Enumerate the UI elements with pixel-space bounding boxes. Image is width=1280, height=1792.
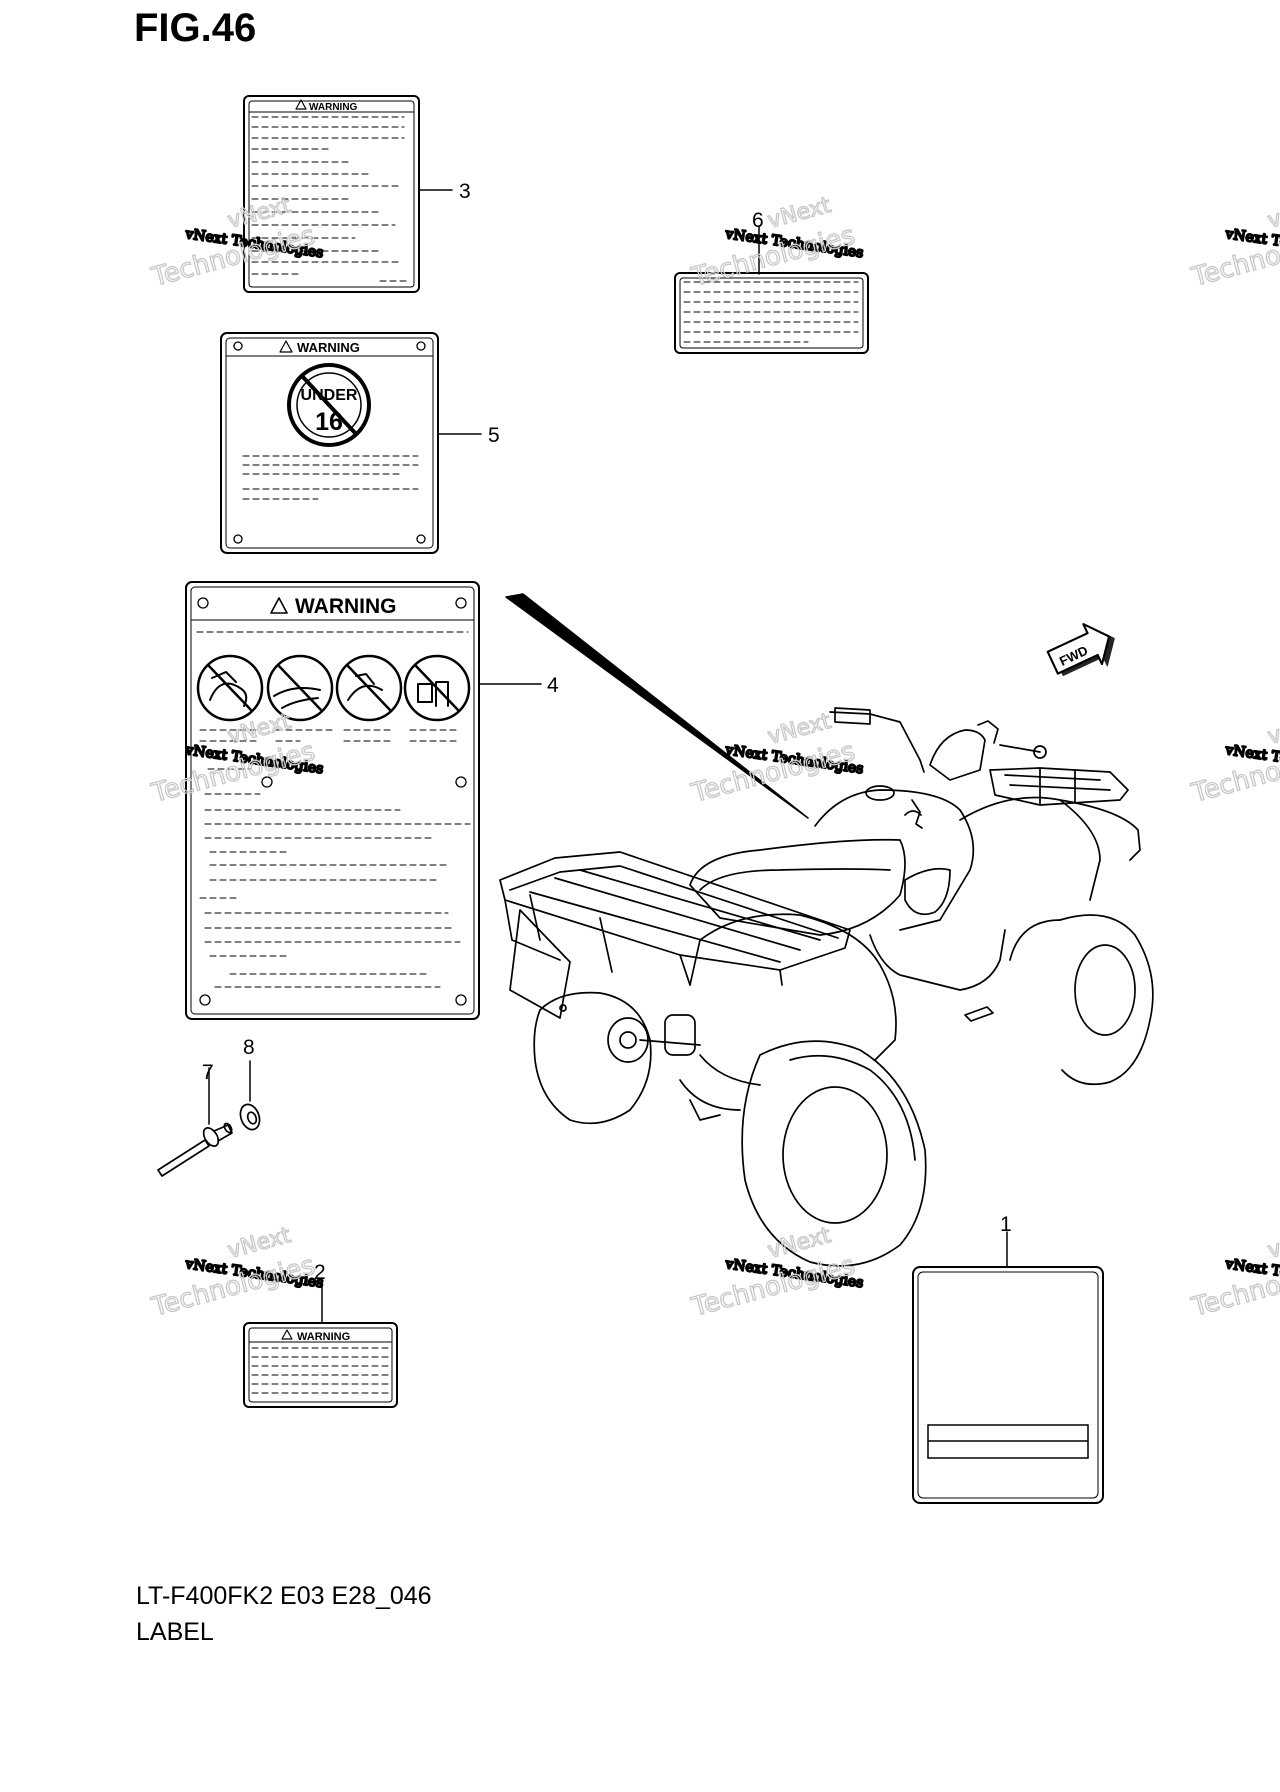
label-5-under16-sticker[interactable]: WARNING UNDER 16 xyxy=(220,332,439,554)
callout-3[interactable]: 3 xyxy=(459,180,471,203)
label-2-warning-text: WARNING xyxy=(297,1331,350,1343)
warning-triangle-icon xyxy=(281,1329,293,1340)
warning-triangle-icon xyxy=(295,99,307,110)
label-3-warning-text: WARNING xyxy=(309,102,358,113)
watermark-outline-text: vNext xyxy=(1265,193,1280,234)
watermark-outline-text: vNext xyxy=(1265,709,1280,750)
callout-2[interactable]: 2 xyxy=(314,1261,326,1284)
callout-4[interactable]: 4 xyxy=(547,674,559,697)
age-16-text: 16 xyxy=(315,408,343,436)
warning-triangle-icon xyxy=(270,597,288,614)
label-2-warning-sticker[interactable]: WARNING xyxy=(243,1322,398,1408)
label-4-large-warning-sticker[interactable]: WARNING xyxy=(185,581,480,1020)
under-text: UNDER xyxy=(301,387,358,404)
part-7-rivet[interactable] xyxy=(157,1122,233,1177)
atv-vehicle-illustration xyxy=(499,707,1154,1267)
section-name-caption: LABEL xyxy=(136,1618,214,1646)
figure-title: FIG.46 xyxy=(134,6,257,50)
label-1-info-sticker[interactable] xyxy=(912,1266,1104,1504)
callout-5[interactable]: 5 xyxy=(488,424,500,447)
label-3-warning-sticker[interactable]: WARNING xyxy=(243,95,420,293)
prohibition-pictogram-row xyxy=(196,654,471,722)
watermark-outline-text: vNext xyxy=(1265,1223,1280,1264)
callout-8[interactable]: 8 xyxy=(243,1036,255,1059)
callout-7[interactable]: 7 xyxy=(202,1061,214,1084)
fwd-direction-arrow: FWD xyxy=(1046,623,1115,676)
label-5-warning-text: WARNING xyxy=(297,340,360,355)
no-under16-icon xyxy=(287,363,371,447)
callout-6[interactable]: 6 xyxy=(752,209,764,232)
label-6-sticker[interactable] xyxy=(674,272,869,354)
label-4-warning-text: WARNING xyxy=(295,595,397,618)
warning-triangle-icon xyxy=(279,340,293,353)
location-pointer-arrow xyxy=(505,593,809,819)
callout-1[interactable]: 1 xyxy=(1000,1213,1012,1236)
model-code-caption: LT-F400FK2 E03 E28_046 xyxy=(136,1582,432,1610)
part-8-washer[interactable] xyxy=(237,1102,263,1133)
